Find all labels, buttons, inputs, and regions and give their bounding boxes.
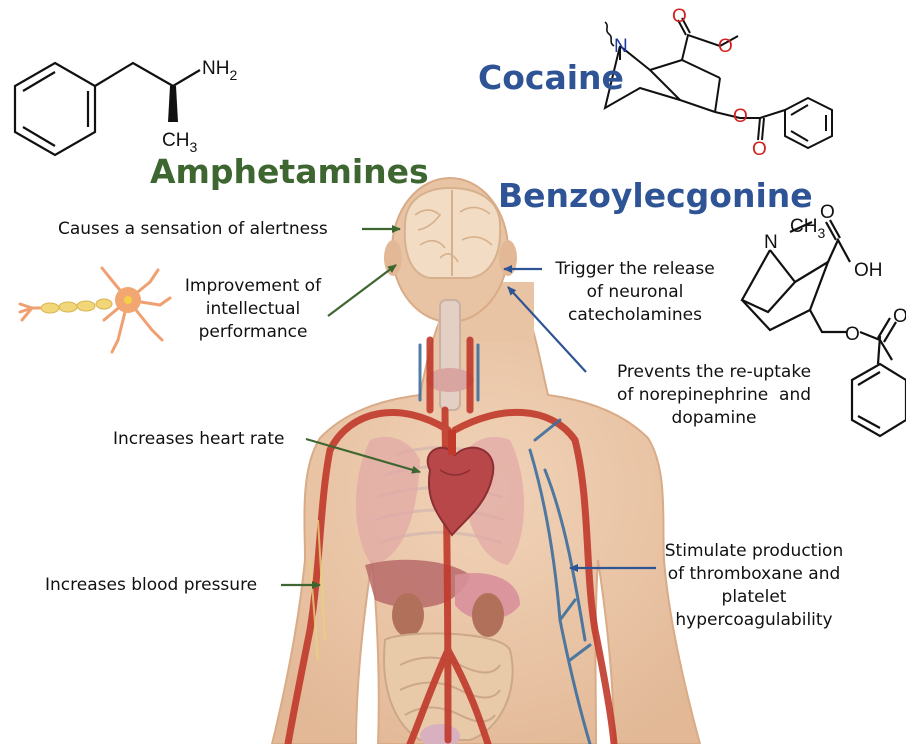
amphetamine-structure (13, 61, 201, 157)
cocaine-title: Cocaine (478, 58, 624, 97)
cocaine-structure (603, 17, 833, 150)
effect-reuptake-inhibition: Prevents the re-uptake of norepinephrine… (616, 362, 812, 428)
benzoylecgonine-o4-label: O (893, 306, 906, 327)
arrow-heart-rate (305, 437, 421, 474)
cocaine-o4-label: O (752, 139, 767, 160)
benzoylecgonine-o1-label: O (820, 202, 835, 223)
effect-heart-rate: Increases heart rate (113, 429, 285, 449)
cocaine-arrows (503, 265, 656, 572)
heart-icon (426, 430, 495, 537)
brain-icon (403, 186, 502, 279)
benzoylecgonine-title: Benzoylecgonine (498, 176, 813, 215)
cocaine-o1-label: O (672, 6, 687, 27)
amphetamine-ch3-label: CH3 (162, 130, 197, 155)
benzoylecgonine-n-label: N (764, 232, 778, 253)
effect-intellectual-performance: Improvement of intellectual performance (184, 276, 322, 342)
cocaine-o3-label: O (733, 106, 748, 127)
amphetamines-title: Amphetamines (150, 152, 429, 191)
cocaine-o2-label: O (718, 36, 733, 57)
amphetamine-nh2-label: NH2 (202, 58, 237, 83)
benzoylecgonine-oh-label: OH (854, 260, 883, 281)
arrow-reuptake (507, 286, 587, 373)
arrow-intellectual (327, 264, 397, 317)
effect-thromboxane: Stimulate production of thromboxane and … (664, 541, 844, 630)
effect-blood-pressure: Increases blood pressure (45, 575, 258, 595)
benzoylecgonine-structure (740, 219, 906, 438)
neuron-icon (18, 266, 172, 354)
amphetamine-arrows (281, 225, 421, 589)
effect-alertness: Causes a sensation of alertness (58, 219, 328, 239)
benzoylecgonine-o3-label: O (845, 324, 860, 345)
benzoylecgonine-ch3-label: CH3 (790, 216, 825, 241)
cocaine-n-label: N (614, 36, 628, 57)
effect-catecholamine-release: Trigger the release of neuronal catechol… (555, 259, 715, 325)
